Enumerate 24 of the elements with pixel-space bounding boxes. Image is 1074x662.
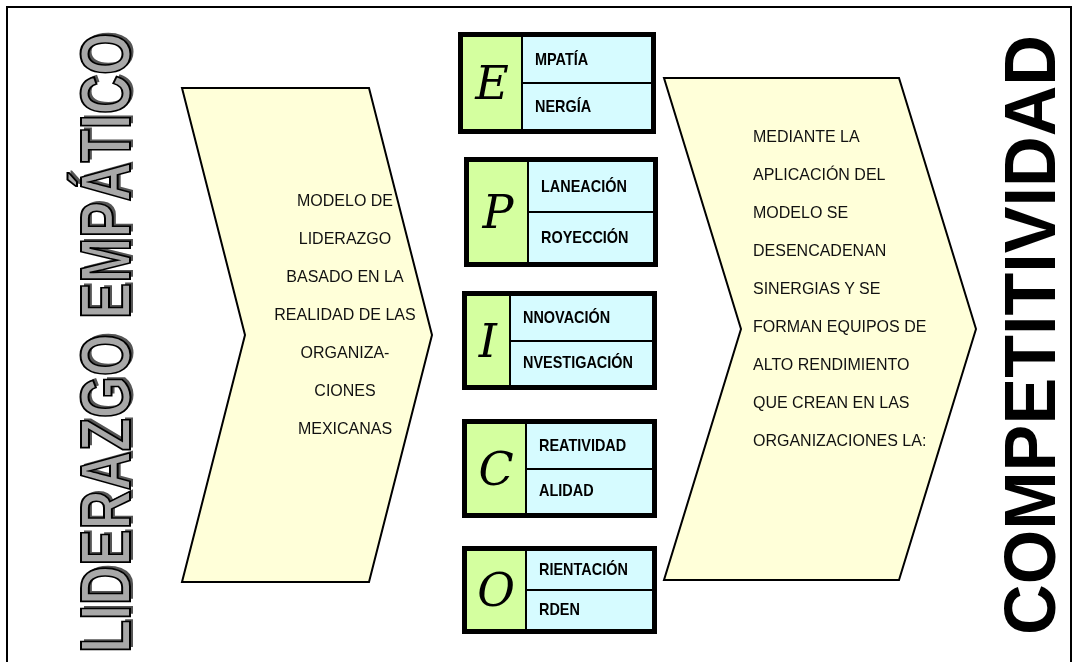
chevron-text: MEDIANTE LA APLICACIÓN DEL MODELO SE DESENCADENAN SINERGIAS Y SE FORMAN EQUIPOS DE ALTO RENDIMIENTO QUE CREAN EN LAS ORGANIZACIONES LA: [753,127,928,451]
word-suffix: ALIDAD [539,481,594,502]
word-suffix: ROYECCIÓN [541,227,629,248]
word-suffix: MPATÍA [535,49,589,70]
letter-box [462,419,657,518]
initial-letter: O [477,563,515,617]
word-suffix: RDEN [539,600,580,620]
vertical-title: LIDERAZGO EMPÁTICO [65,32,146,654]
initial-letter: P [482,185,514,239]
chevron-text: MODELO DE LIDERAZGO BASADO EN LA REALIDAD DE LAS ORGANIZA- CIONES MEXICANAS [273,191,417,439]
letter-box [462,546,657,634]
initial-letter: E [475,56,509,110]
letter-box [462,291,657,390]
vertical-title: COMPETITIVIDAD [989,35,1071,635]
word-suffix: LANEACIÓN [541,176,627,197]
letter-box [458,32,656,134]
initial-letter: I [478,313,497,368]
word-suffix: NVESTIGACIÓN [522,353,633,374]
letter-box [464,157,658,267]
initial-letter: C [478,441,514,496]
word-suffix: NNOVACIÓN [522,307,610,328]
word-suffix: NERGÍA [535,96,592,117]
word-suffix: REATIVIDAD [539,435,627,456]
word-suffix: RIENTACIÓN [539,560,628,580]
